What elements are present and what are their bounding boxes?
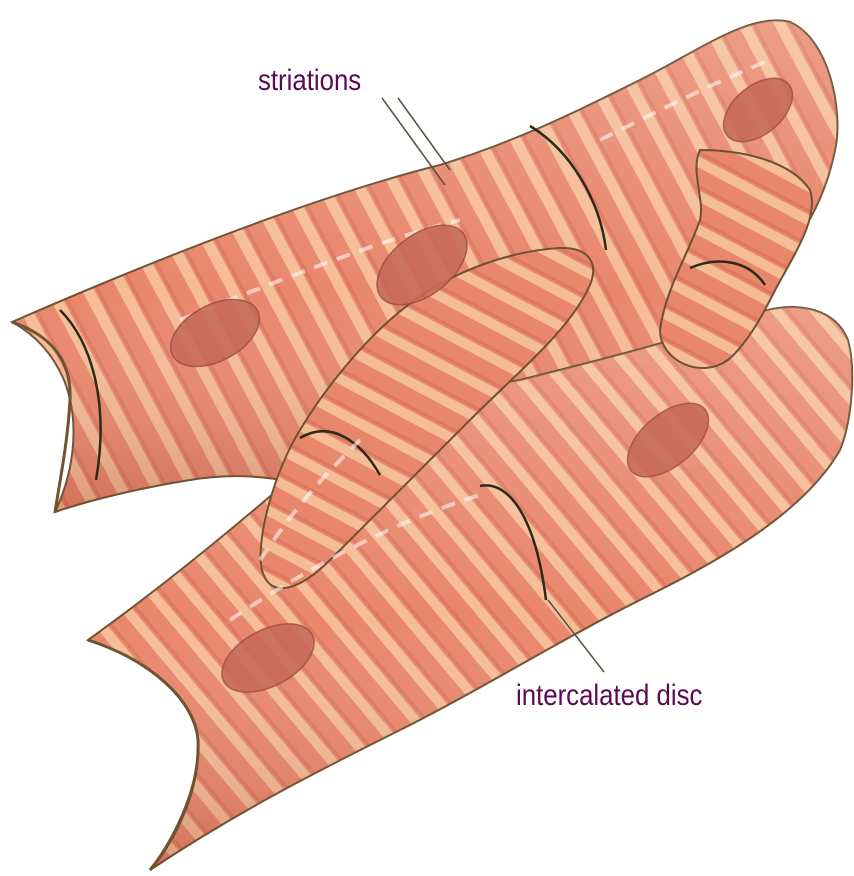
striations-pointer xyxy=(398,98,450,170)
striations-label: striations xyxy=(258,63,361,96)
intercalated-disc-label: intercalated disc xyxy=(516,678,702,711)
